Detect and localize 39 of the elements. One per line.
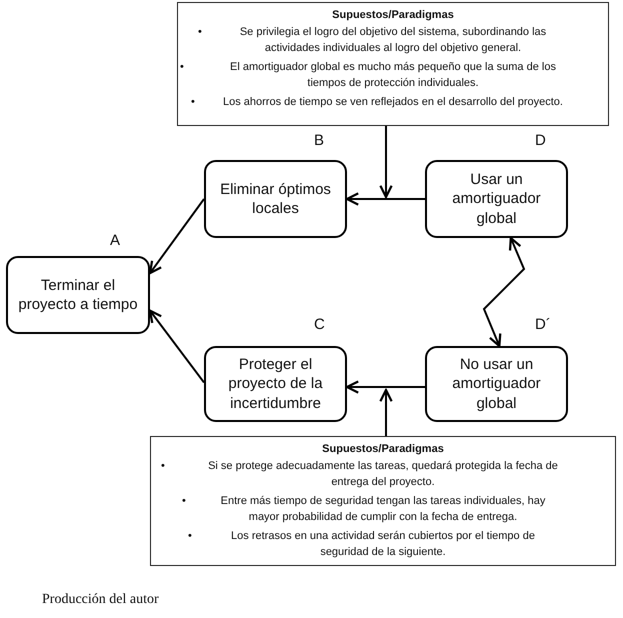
bullet-mark: • <box>191 94 195 110</box>
process-box <box>425 160 568 238</box>
box-text: Terminar el proyecto a tiempo <box>17 276 139 314</box>
arrow <box>482 236 526 348</box>
assumption-text: Los retrasos en una actividad serán cubiertos por el tiempo de seguridad de la siguiente. <box>230 528 536 560</box>
bullet-mark: • <box>180 60 184 74</box>
source-note: Producción del autor <box>42 592 159 608</box>
assumptions-heading: Supuestos/Paradigmas <box>321 442 445 457</box>
assumption-text: Si se protege adecuadamente las tareas, quedará protegida la fecha de entrega del proyecto. <box>207 458 559 490</box>
process-box <box>204 160 347 238</box>
node-letter: A <box>110 232 120 249</box>
assumptions-heading: Supuestos/Paradigmas <box>331 8 455 23</box>
process-box <box>425 346 568 422</box>
bullet-mark: • <box>161 458 165 474</box>
node-letter: B <box>314 132 324 149</box>
arrow <box>379 388 393 436</box>
arrow <box>346 380 425 394</box>
node-letter: D <box>535 132 546 149</box>
arrow <box>379 126 393 198</box>
box-text: Proteger el proyecto de la incertidumbre <box>227 354 324 414</box>
box-text: Usar un amortiguador global <box>451 170 542 228</box>
assumptions-box <box>150 436 616 566</box>
bullet-mark: • <box>188 528 192 544</box>
box-text: No usar un amortiguador global <box>451 354 542 414</box>
assumption-text: Entre más tiempo de seguridad tengan las tareas individuales, hay mayor probabilidad de cumplir con la fecha de entrega. <box>220 494 546 525</box>
assumptions-box <box>177 2 609 126</box>
node-letter: D´ <box>535 316 551 333</box>
assumption-text: El amortiguador global es mucho más pequeño que la suma de los tiempos de protección individuales. <box>229 60 557 91</box>
bullet-mark: • <box>198 24 202 40</box>
assumption-text: Los ahorros de tiempo se ven reflejados en el desarrollo del proyecto. <box>222 94 564 110</box>
arrow <box>148 198 205 274</box>
process-box <box>6 256 150 334</box>
node-letter: C <box>314 316 325 333</box>
arrow <box>346 192 425 206</box>
box-text: Eliminar óptimos locales <box>219 180 332 218</box>
bullet-mark: • <box>182 494 186 508</box>
process-box <box>204 346 347 422</box>
assumption-text: Se privilegia el logro del objetivo del sistema, subordinando las actividades individuales al logro del objetivo general. <box>238 24 548 56</box>
arrow <box>148 309 205 384</box>
